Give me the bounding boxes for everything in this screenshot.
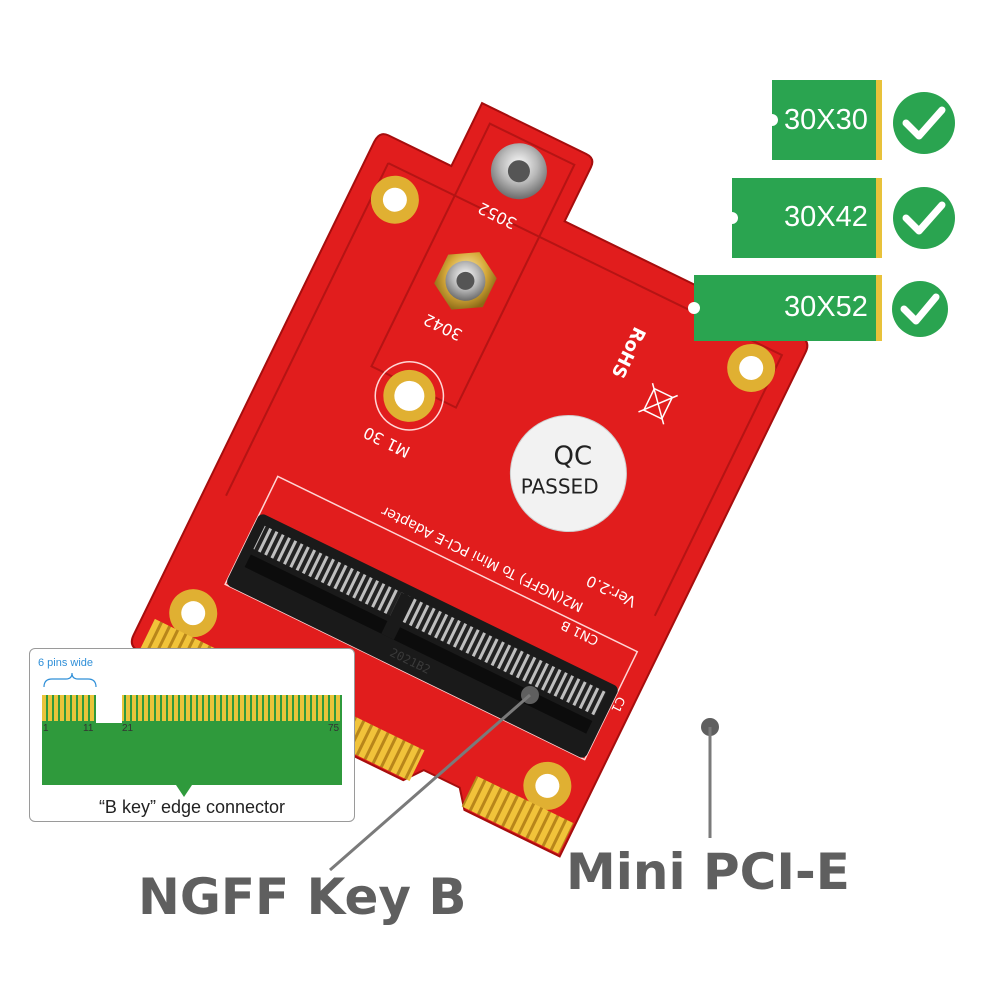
mounting-hole: [727, 343, 776, 392]
size-badge-30x42: [726, 178, 882, 258]
weee-bin-icon: [638, 383, 678, 425]
qc-passed-sticker: QC PASSED: [509, 415, 627, 533]
mini-pcie-label: Mini PCI-E: [566, 843, 850, 901]
edge-connector-diagram: [42, 672, 342, 797]
b-key-edge-connector-inset: 6 pins wide 1 11 21 75 “B key” edge conn…: [29, 648, 355, 822]
check-icon: [892, 281, 948, 337]
standoff-3042: [434, 252, 497, 310]
m2-key-b-socket: 2021B2: [227, 514, 618, 758]
pcb-trace-outline: [370, 122, 576, 409]
mounting-hole: [169, 589, 218, 638]
minipcie-callout-pointer: [701, 718, 719, 838]
pins-wide-label: 6 pins wide: [38, 657, 94, 669]
check-icon: [893, 187, 955, 249]
size-label-30x52: 30X52: [784, 291, 868, 323]
pin-number-11: 11: [83, 723, 94, 734]
pins-wide-brace: [43, 672, 97, 688]
qc-text: QC: [553, 442, 592, 472]
passed-text: PASSED: [521, 474, 599, 498]
mounting-hole: [370, 175, 419, 224]
size-label-30x42: 30X42: [784, 201, 868, 233]
pin-number-75: 75: [328, 723, 340, 734]
inset-caption: “B key” edge connector: [98, 797, 286, 817]
pin-group-right: [122, 695, 342, 721]
mini-pcie-gold-fingers-right: [461, 775, 574, 854]
mounting-hole: [523, 761, 572, 810]
ngff-key-b-label: NGFF Key B: [138, 868, 467, 926]
key-notch: [96, 689, 122, 723]
size-badge-30x52: [688, 275, 882, 341]
ngff-callout-pointer: [329, 686, 539, 872]
size-badge-30x30: [766, 80, 882, 160]
arrow-tip: [176, 785, 192, 797]
pin-number-1: 1: [43, 723, 49, 734]
m1-30-hole: [374, 361, 445, 431]
check-icon: [893, 92, 955, 154]
pcb-trace-outline: [225, 162, 784, 617]
pin-group-left: [42, 695, 96, 721]
size-label-30x30: 30X30: [784, 104, 868, 136]
standoff-3052: [490, 143, 547, 200]
pin-number-21: 21: [122, 723, 134, 734]
